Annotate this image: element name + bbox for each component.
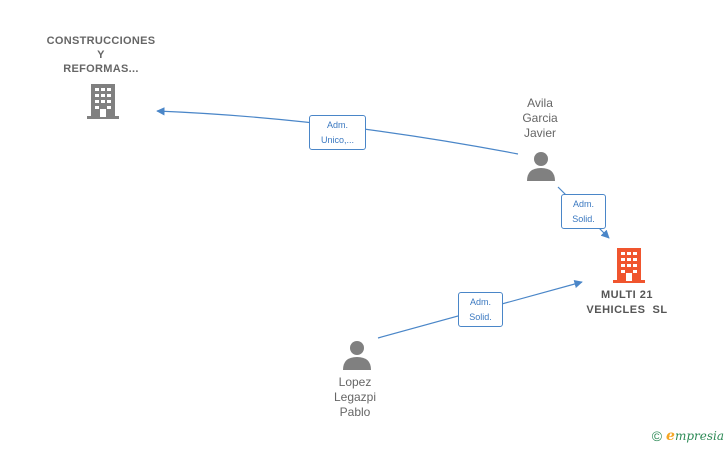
label-line: Legazpi: [333, 390, 377, 404]
node-lopez-label[interactable]: Lopez Legazpi Pablo: [315, 375, 395, 420]
label-line: CONSTRUCCIONES: [46, 35, 156, 47]
node-multi21-label[interactable]: MULTI 21 VEHICLES SL: [572, 288, 682, 318]
building-icon[interactable]: [613, 248, 645, 284]
edge-label-line: Solid.: [572, 214, 595, 224]
label-line: VEHICLES SL: [586, 304, 668, 316]
edge-label-line: Solid.: [469, 312, 492, 322]
node-avila-label[interactable]: Avila Garcia Javier: [500, 96, 580, 141]
label-line: REFORMAS...: [63, 63, 139, 75]
label-line: Pablo: [339, 405, 371, 419]
person-icon[interactable]: [342, 340, 372, 370]
label-line: Avila: [527, 96, 553, 110]
label-line: MULTI 21: [600, 289, 654, 301]
person-icon[interactable]: [526, 151, 556, 181]
node-construcciones-label[interactable]: CONSTRUCCIONES Y REFORMAS...: [40, 34, 162, 76]
label-line: Javier: [523, 126, 556, 140]
brand-initial: e: [666, 428, 675, 444]
edge-label-avila-multi21[interactable]: Adm. Solid.: [561, 194, 606, 229]
label-line: Garcia: [522, 111, 558, 125]
edge-label-line: Adm.: [572, 199, 594, 209]
copyright-icon: ©: [651, 428, 663, 444]
building-icon[interactable]: [87, 84, 119, 120]
label-line: Y: [97, 49, 105, 61]
edge-label-line: Adm.: [469, 297, 491, 307]
label-line: Lopez: [338, 375, 372, 389]
edge-label-line: Unico,...: [320, 135, 354, 145]
edge-label-line: Adm.: [326, 120, 348, 130]
brand-name: mpresia: [674, 429, 724, 443]
edge-label-avila-construcciones[interactable]: Adm. Unico,...: [309, 115, 366, 150]
edge-label-lopez-multi21[interactable]: Adm. Solid.: [458, 292, 503, 327]
